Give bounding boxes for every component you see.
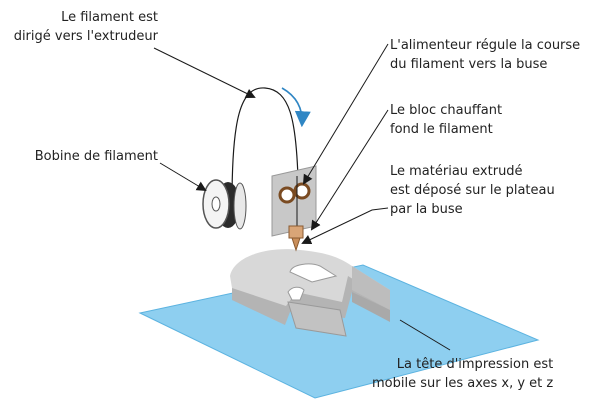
feeder-gear-right <box>293 182 311 200</box>
heater-block <box>288 225 304 239</box>
printed-object <box>230 249 390 337</box>
label-line: Le bloc chauffant <box>390 103 503 118</box>
label-line: fond le filament <box>390 122 493 137</box>
label-line: Le matériau extrudé <box>390 164 523 179</box>
label-line: L'alimenteur régule la course <box>390 38 581 53</box>
label-head: La tête d'impression est mobile sur les … <box>372 355 553 393</box>
label-line: La tête d'impression est <box>396 357 554 372</box>
leader-head <box>399 319 451 351</box>
label-line: est déposé sur le plateau <box>390 183 555 198</box>
label-line: par la buse <box>390 202 463 217</box>
leader-filament-path <box>153 47 256 98</box>
label-line: Le filament est <box>61 10 158 25</box>
feeder-gear-left <box>278 186 296 204</box>
filament-strand <box>231 87 299 203</box>
label-feeder: L'alimenteur régule la course du filamen… <box>390 36 580 74</box>
nozzle <box>291 237 301 252</box>
label-filament-path: Le filament est dirigé vers l'extrudeur <box>4 8 158 46</box>
label-spool: Bobine de filament <box>4 147 158 166</box>
label-heater: Le bloc chauffant fond le filament <box>390 101 502 139</box>
filament-spool <box>202 179 247 230</box>
leader-deposit <box>301 207 389 245</box>
leader-heater <box>310 109 389 231</box>
label-line: Bobine de filament <box>34 149 158 164</box>
label-deposit: Le matériau extrudé est déposé sur le pl… <box>390 162 555 219</box>
label-line: mobile sur les axes x, y et z <box>372 376 554 391</box>
curved-arrow-icon <box>281 87 311 128</box>
leader-spool <box>159 162 207 192</box>
label-line: dirigé vers l'extrudeur <box>13 29 158 44</box>
label-line: du filament vers la buse <box>390 57 548 72</box>
leader-feeder <box>302 43 389 185</box>
